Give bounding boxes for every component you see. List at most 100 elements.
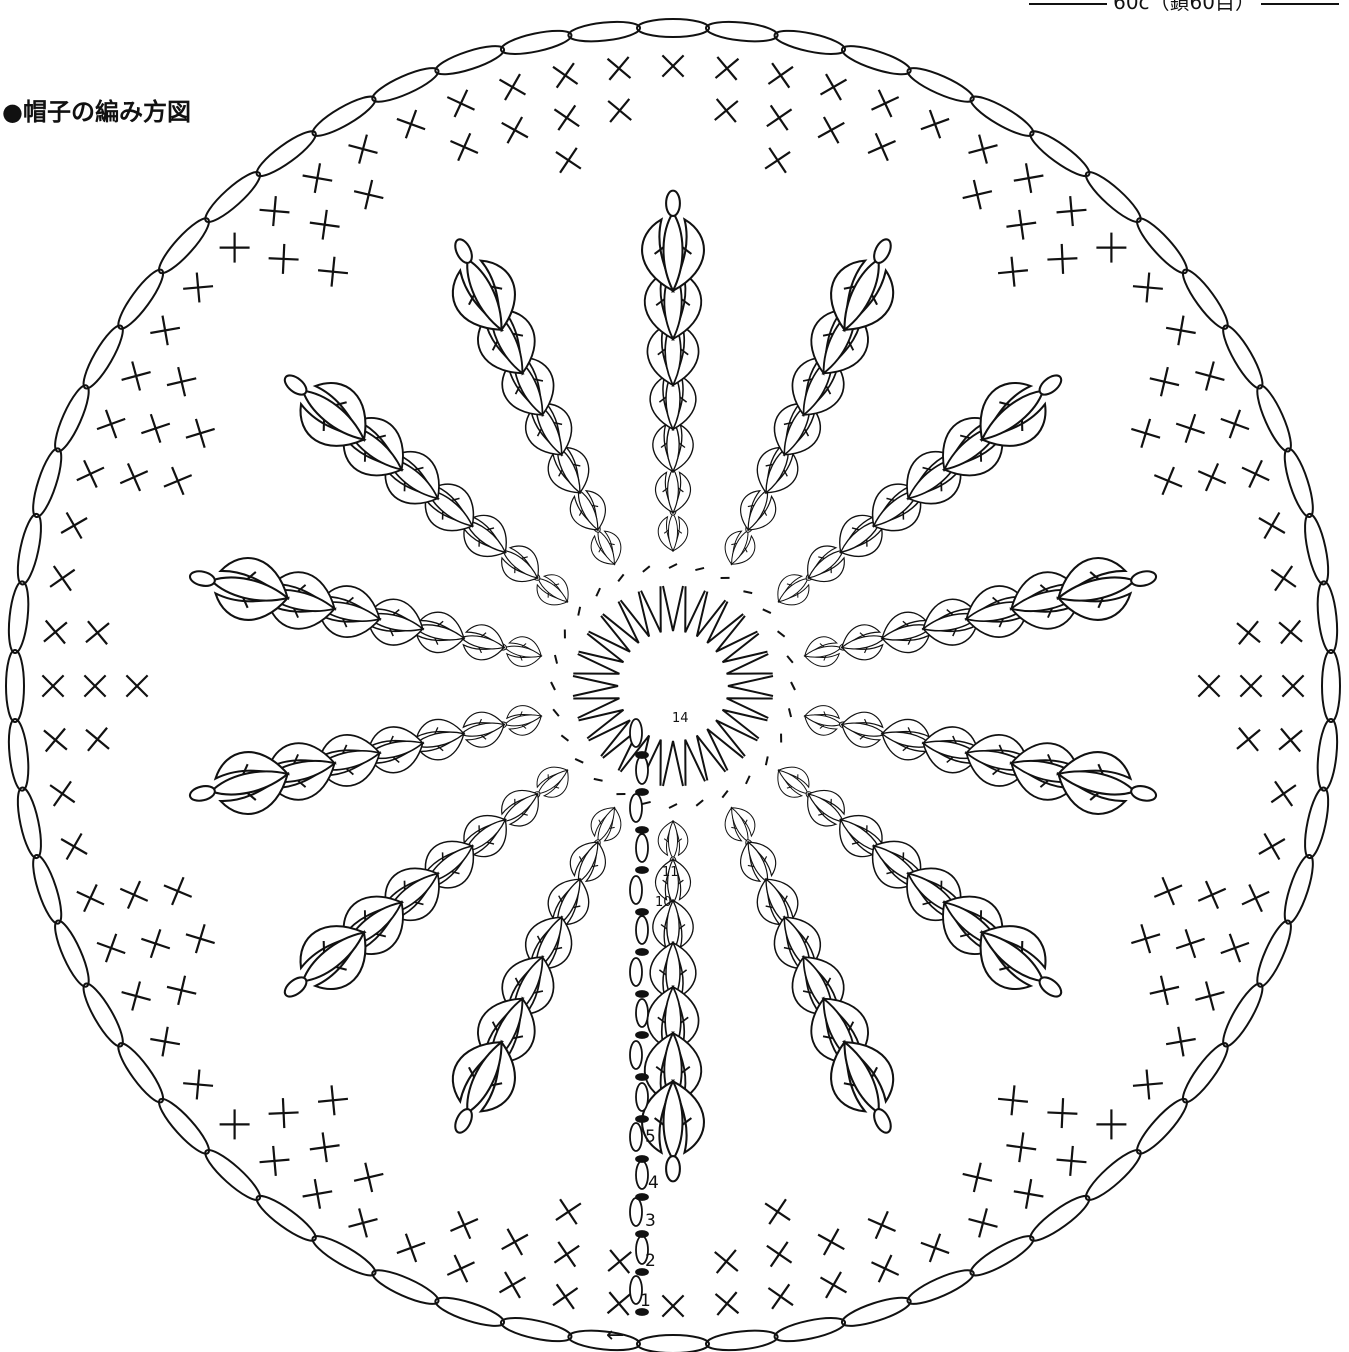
chain-stitch (369, 1264, 442, 1310)
sc-cross (164, 972, 200, 1008)
petal-stitches (183, 191, 1163, 1182)
row-number-label: 3 (645, 1211, 656, 1231)
chain-stitch (499, 1313, 573, 1346)
sc-cross (706, 1282, 748, 1324)
chain-stitch (6, 650, 24, 722)
v-stitch (718, 624, 787, 671)
sc-cross (546, 1233, 588, 1275)
sc-cross (74, 665, 116, 707)
sc-cross (494, 1221, 535, 1262)
sc-cross (158, 461, 197, 500)
slip-dot (636, 1156, 648, 1162)
sc-cross (548, 139, 590, 181)
sc-cross (1055, 195, 1088, 228)
chain-stitch (1177, 265, 1234, 334)
v-stitch (699, 723, 756, 788)
chain-stitch (1081, 1144, 1147, 1206)
slip-dot (636, 1032, 648, 1038)
chain-stitch (567, 1328, 640, 1352)
sc-cross (1263, 557, 1305, 599)
sc-cross (1146, 364, 1182, 400)
v-stitch (571, 602, 636, 659)
sc-cross (54, 505, 95, 546)
sc-cross (258, 1145, 291, 1178)
sc-cross (300, 1177, 335, 1212)
start-chain (636, 756, 648, 784)
chain-stitch (308, 90, 379, 142)
sc-cross (392, 105, 430, 143)
start-chain (630, 958, 642, 986)
v-stitch (688, 731, 735, 800)
sc-cross (42, 557, 84, 599)
sc-cross (444, 1205, 484, 1245)
chain-stitch (567, 19, 640, 44)
sc-cross (1004, 1130, 1038, 1164)
slip-dot (636, 867, 648, 873)
sc-cross (862, 127, 902, 167)
sc-cross (492, 1264, 533, 1305)
sc-cross (1216, 405, 1254, 443)
chain-stitch (904, 62, 977, 108)
slip-dot (636, 1116, 648, 1122)
chain-stitch (49, 382, 95, 455)
sc-cross (92, 405, 130, 443)
chain-stitch (153, 1094, 215, 1160)
sc-cross (441, 83, 481, 123)
v-stitch (571, 712, 636, 769)
chain-stitch (1025, 1190, 1094, 1247)
chain-stitch (705, 19, 778, 44)
petal-spoke (798, 686, 1163, 827)
sc-cross (1272, 665, 1314, 707)
row-number-label: 10 (655, 895, 672, 910)
row-number-label: 2 (645, 1251, 656, 1271)
sc-cross (1171, 925, 1209, 963)
sc-cross (760, 1276, 802, 1318)
sc-cross (1047, 243, 1078, 274)
chain-stitch (1025, 125, 1094, 182)
chain-stitch (433, 1292, 507, 1331)
v-stitch (589, 584, 646, 649)
sc-cross (705, 1240, 747, 1282)
sc-cross (1047, 1097, 1078, 1128)
slip-dot (636, 909, 648, 915)
v-stitch (718, 701, 787, 748)
sc-cross (1216, 929, 1254, 967)
sc-cross (268, 1097, 299, 1128)
chain-stitch (1217, 321, 1269, 392)
sc-cross (54, 826, 95, 867)
sc-cross (760, 55, 802, 97)
sc-cross (148, 1024, 183, 1059)
sc-cross (308, 208, 342, 242)
sc-cross (116, 665, 158, 707)
chain-stitch (252, 1190, 321, 1247)
row-number-label: 5 (645, 1127, 656, 1147)
sc-cross (959, 1159, 995, 1195)
v-stitch (663, 741, 683, 808)
sc-cross (1192, 457, 1232, 497)
sc-cross (598, 47, 640, 89)
sc-cross (1096, 233, 1126, 263)
petal-spoke (183, 686, 548, 827)
chain-stitch (773, 1313, 847, 1346)
sc-cross (916, 1229, 954, 1267)
sc-cross (1230, 665, 1272, 707)
chain-stitch (1315, 718, 1340, 791)
v-stitch (699, 584, 756, 649)
v-stitch (710, 602, 775, 659)
sc-cross (865, 83, 905, 123)
chain-stitch (200, 1144, 266, 1206)
chain-stitch (6, 718, 31, 791)
petal-cluster (642, 191, 704, 291)
slip-dot (636, 1194, 648, 1200)
chain-stitch (252, 125, 321, 182)
sc-cross (1251, 826, 1292, 867)
sc-cross (965, 1205, 1002, 1242)
sc-cross (758, 97, 800, 139)
sc-cross (258, 195, 291, 228)
sc-cross (865, 1249, 905, 1289)
sc-cross (317, 1084, 350, 1117)
sc-cross (351, 177, 387, 213)
start-chain (636, 1083, 648, 1111)
sc-cross (300, 161, 335, 196)
sc-cross (494, 110, 535, 151)
